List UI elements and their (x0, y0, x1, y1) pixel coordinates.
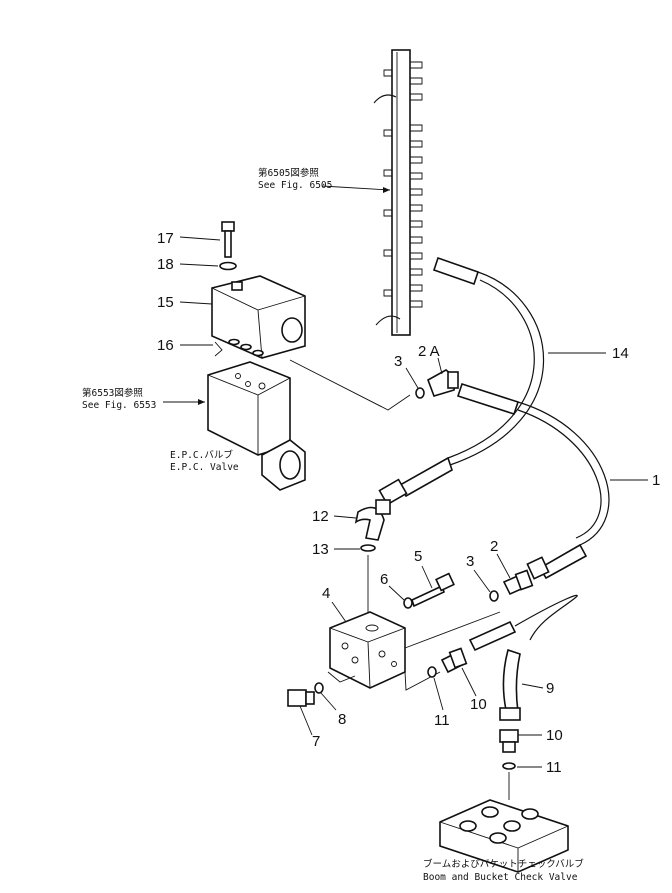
callout-18: 18 (157, 256, 174, 273)
fitting-part-10-vertical (499, 729, 519, 753)
plug-part-7 (287, 689, 315, 707)
fitting-part-2 (502, 569, 534, 596)
callout-9: 9 (546, 680, 554, 697)
o-ring-part-11-vertical (502, 762, 516, 770)
hose-part-14 (378, 256, 545, 506)
o-ring-part-3-upper (415, 387, 425, 399)
epc-name-en: E.P.C. Valve (170, 462, 239, 473)
callout-14: 14 (612, 345, 629, 362)
callout-16: 16 (157, 337, 174, 354)
solenoid-part-15 (211, 275, 306, 359)
callout-17: 17 (157, 230, 174, 247)
callout-1: 1 (652, 472, 660, 489)
bolt-part-17 (221, 221, 235, 258)
fitting-part-2a (427, 369, 459, 397)
elbow-part-12 (354, 499, 391, 541)
block-part-4 (327, 611, 406, 689)
manifold-block (373, 49, 423, 336)
check-valve-block (439, 799, 569, 873)
check-valve-jp: ブームおよびバケットチェックバルブ (423, 858, 584, 870)
o-ring-part-8 (314, 682, 324, 694)
callout-2a: 2 A (418, 343, 440, 360)
o-ring-part-3-lower (489, 590, 499, 602)
hose-part-9 (468, 594, 578, 721)
callout-2: 2 (490, 538, 498, 555)
callout-8: 8 (338, 711, 346, 728)
hose-part-1 (456, 382, 610, 580)
check-valve-en: Boom and Bucket Check Valve (423, 872, 578, 883)
bolt-part-5 (411, 572, 455, 608)
epc-name-jp: E.P.C.バルブ (170, 449, 233, 461)
callout-5: 5 (414, 548, 422, 565)
o-rings-part-16 (214, 338, 264, 357)
epc-valve (207, 361, 306, 491)
manifold-ref-jp: 第6505図参照 (258, 167, 319, 179)
callout-11-vertical: 11 (546, 759, 562, 776)
callout-11-lower: 11 (434, 712, 450, 729)
o-ring-part-13 (360, 544, 376, 552)
callout-4: 4 (322, 585, 330, 602)
washer-part-6 (403, 597, 413, 609)
callout-12: 12 (312, 508, 329, 525)
washer-part-18 (219, 261, 237, 271)
epc-ref-en: See Fig. 6553 (82, 400, 156, 411)
callout-10-vertical: 10 (546, 727, 563, 744)
o-ring-part-11-lower (427, 666, 437, 678)
callout-3-lower: 3 (466, 553, 474, 570)
callout-3-upper: 3 (394, 353, 402, 370)
callout-13: 13 (312, 541, 329, 558)
epc-ref-jp: 第6553図参照 (82, 387, 143, 399)
callout-6: 6 (380, 571, 388, 588)
callout-7: 7 (312, 733, 320, 750)
manifold-ref-en: See Fig. 6505 (258, 180, 332, 191)
fitting-part-10-lower (440, 647, 468, 674)
callout-10-lower: 10 (470, 696, 487, 713)
callout-15: 15 (157, 294, 174, 311)
